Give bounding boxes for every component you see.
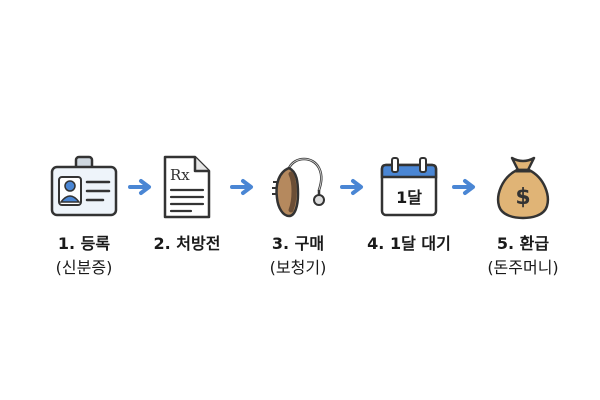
id-card-icon bbox=[50, 155, 118, 217]
arrow-right-icon bbox=[128, 179, 151, 195]
step-title: 5. 환급 bbox=[496, 234, 550, 253]
money-bag-icon: $ bbox=[497, 156, 549, 220]
step-title: 3. 구매 bbox=[271, 234, 325, 253]
step-title: 2. 처방전 bbox=[153, 234, 221, 253]
arrow-right-icon bbox=[340, 179, 363, 195]
calendar-icon: 1달 bbox=[380, 157, 438, 217]
currency-symbol: $ bbox=[515, 185, 530, 210]
step-purchase: 3. 구매 (보청기) bbox=[243, 150, 353, 280]
prescription-icon: Rx bbox=[163, 155, 211, 219]
rx-text: Rx bbox=[170, 166, 190, 184]
step-subtitle: (보청기) bbox=[269, 258, 327, 277]
arrow-right-icon bbox=[452, 179, 475, 195]
step-title: 1. 등록 bbox=[57, 234, 111, 253]
step-subtitle: (돈주머니) bbox=[487, 258, 559, 277]
step-subtitle: (신분증) bbox=[55, 258, 113, 277]
step-wait: 1달 4. 1달 대기 bbox=[354, 150, 464, 256]
step-prescription: Rx 2. 처방전 bbox=[132, 150, 242, 256]
step-title: 4. 1달 대기 bbox=[367, 234, 451, 253]
step-registration: 1. 등록 (신분증) bbox=[29, 150, 139, 280]
calendar-text: 1달 bbox=[396, 188, 422, 207]
step-refund: $ 5. 환급 (돈주머니) bbox=[468, 150, 578, 280]
hearing-aid-icon bbox=[272, 157, 325, 218]
arrow-right-icon bbox=[230, 179, 253, 195]
